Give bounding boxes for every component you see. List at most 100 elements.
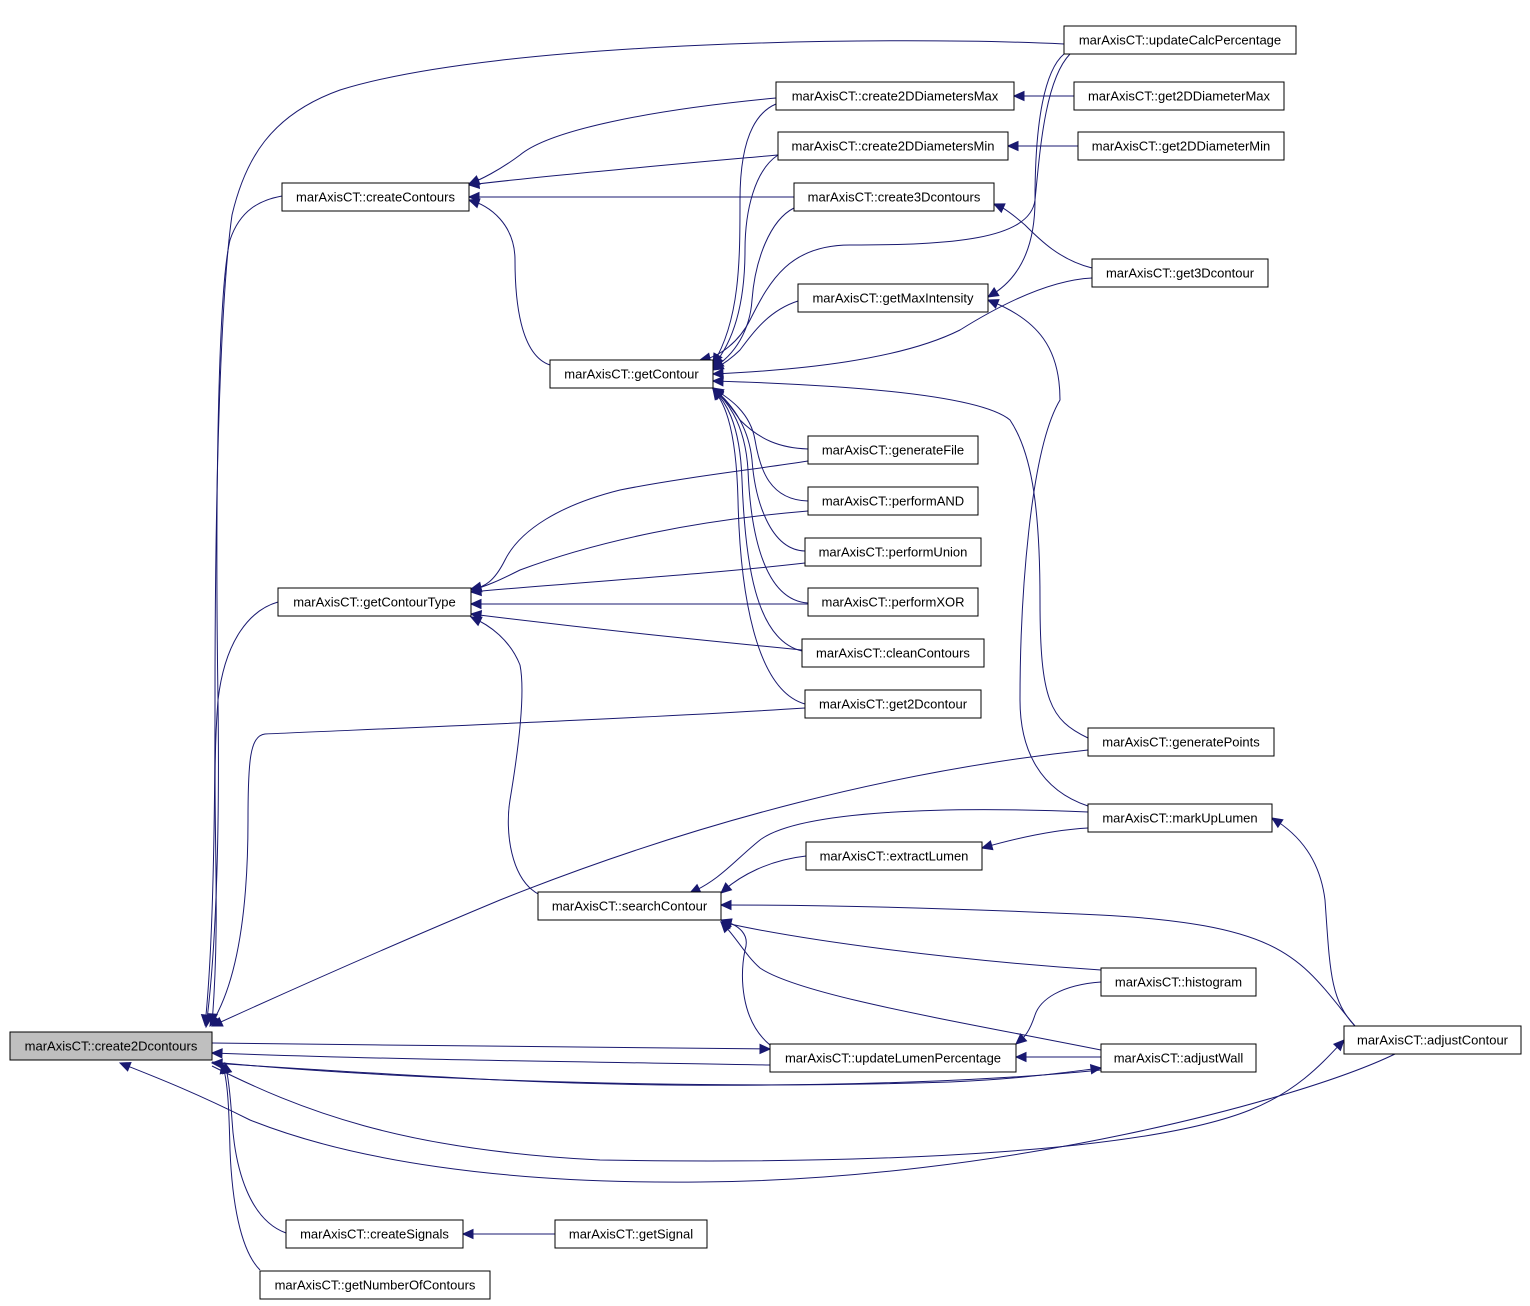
edge-performAND-to-getContourType xyxy=(470,510,809,591)
edge-createSignals-to-create2Dcontours xyxy=(224,1062,287,1234)
node-get2DDiameterMax[interactable]: marAxisCT::get2DDiameterMax xyxy=(1073,81,1285,111)
edges-layer xyxy=(118,40,1396,1271)
node-label: marAxisCT::generateFile xyxy=(822,442,964,457)
edge-arrowhead xyxy=(1089,1064,1103,1075)
node-getMaxIntensity[interactable]: marAxisCT::getMaxIntensity xyxy=(797,283,989,313)
edge-arrowhead xyxy=(759,1043,772,1055)
node-label: marAxisCT::create2Dcontours xyxy=(25,1038,198,1053)
node-box[interactable] xyxy=(281,182,470,212)
node-performUnion[interactable]: marAxisCT::performUnion xyxy=(804,537,982,567)
node-label: marAxisCT::performUnion xyxy=(819,544,968,559)
edge-arrowhead xyxy=(1270,817,1284,829)
edge-arrowhead xyxy=(711,360,725,371)
edge-arrowhead xyxy=(202,1015,213,1029)
node-label: marAxisCT::extractLumen xyxy=(820,848,969,863)
node-get3Dcontour[interactable]: marAxisCT::get3Dcontour xyxy=(1091,258,1269,288)
node-box[interactable] xyxy=(1087,727,1275,757)
node-box[interactable] xyxy=(285,1219,464,1249)
node-label: marAxisCT::updateCalcPercentage xyxy=(1079,32,1281,47)
node-label: marAxisCT::updateLumenPercentage xyxy=(785,1050,1001,1065)
node-get2Dcontour[interactable]: marAxisCT::get2Dcontour xyxy=(804,689,982,719)
node-label: marAxisCT::createSignals xyxy=(300,1226,449,1241)
node-getNumberOfContours[interactable]: marAxisCT::getNumberOfContours xyxy=(259,1270,491,1300)
edge-searchContour-to-getContourType xyxy=(470,616,541,896)
edge-arrowhead xyxy=(467,178,481,189)
node-box[interactable] xyxy=(9,1031,213,1061)
edge-create2DDiametersMin-to-createContours xyxy=(468,154,779,186)
node-box[interactable] xyxy=(793,182,995,212)
node-box[interactable] xyxy=(769,1043,1017,1073)
edge-generateFile-to-getContourType xyxy=(470,460,809,590)
node-generatePoints[interactable]: marAxisCT::generatePoints xyxy=(1087,727,1275,757)
node-extractLumen[interactable]: marAxisCT::extractLumen xyxy=(805,841,983,871)
edge-create2Dcontours-to-updateLumenPercentage xyxy=(211,1042,771,1050)
node-label: marAxisCT::get3Dcontour xyxy=(1106,265,1255,280)
edge-arrowhead xyxy=(210,1016,224,1027)
node-box[interactable] xyxy=(1100,967,1257,997)
edge-markUpLumen-to-extractLumen xyxy=(981,827,1089,849)
node-searchContour[interactable]: marAxisCT::searchContour xyxy=(537,891,722,921)
edge-create2Dcontours-to-adjustContour xyxy=(211,1039,1345,1162)
node-performAND[interactable]: marAxisCT::performAND xyxy=(807,486,979,516)
node-box[interactable] xyxy=(797,283,989,313)
node-generateFile[interactable]: marAxisCT::generateFile xyxy=(807,435,979,465)
edge-generateFile-to-getContour xyxy=(712,387,809,450)
node-getContourType[interactable]: marAxisCT::getContourType xyxy=(277,587,472,617)
node-box[interactable] xyxy=(1091,258,1269,288)
edge-create3Dcontours-to-getContour xyxy=(712,207,795,369)
node-label: marAxisCT::getContourType xyxy=(293,594,456,609)
node-createContours[interactable]: marAxisCT::createContours xyxy=(281,182,470,212)
node-get2DDiameterMin[interactable]: marAxisCT::get2DDiameterMin xyxy=(1077,131,1285,161)
node-histogram[interactable]: marAxisCT::histogram xyxy=(1100,967,1257,997)
node-box[interactable] xyxy=(1063,25,1297,55)
node-create2Dcontours[interactable]: marAxisCT::create2Dcontours xyxy=(9,1031,213,1061)
node-label: marAxisCT::adjustWall xyxy=(1114,1050,1244,1065)
edge-adjustWall-to-searchContour xyxy=(720,921,1102,1051)
node-box[interactable] xyxy=(537,891,722,921)
node-box[interactable] xyxy=(801,638,985,668)
node-box[interactable] xyxy=(1343,1025,1522,1055)
node-updateLumenPercentage[interactable]: marAxisCT::updateLumenPercentage xyxy=(769,1043,1017,1073)
edge-extractLumen-to-searchContour xyxy=(720,855,807,894)
node-box[interactable] xyxy=(807,587,979,617)
node-markUpLumen[interactable]: marAxisCT::markUpLumen xyxy=(1087,803,1273,833)
node-create2DDiametersMin[interactable]: marAxisCT::create2DDiametersMin xyxy=(777,131,1009,161)
node-box[interactable] xyxy=(277,587,472,617)
node-getSignal[interactable]: marAxisCT::getSignal xyxy=(554,1219,708,1249)
edge-arrowhead xyxy=(469,598,482,610)
node-performXOR[interactable]: marAxisCT::performXOR xyxy=(807,587,979,617)
node-box[interactable] xyxy=(807,435,979,465)
edge-performAND-to-getContour xyxy=(712,387,809,502)
node-box[interactable] xyxy=(804,689,982,719)
node-box[interactable] xyxy=(1100,1043,1257,1073)
node-box[interactable] xyxy=(1077,131,1285,161)
edge-arrowhead xyxy=(719,899,732,911)
node-adjustWall[interactable]: marAxisCT::adjustWall xyxy=(1100,1043,1257,1073)
edge-arrowhead xyxy=(719,918,733,929)
nodes-layer: marAxisCT::create2DcontoursmarAxisCT::up… xyxy=(9,25,1522,1300)
edge-arrowhead xyxy=(118,1061,132,1072)
node-box[interactable] xyxy=(554,1219,708,1249)
node-box[interactable] xyxy=(1087,803,1273,833)
node-label: marAxisCT::get2DDiameterMin xyxy=(1092,138,1270,153)
node-create3Dcontours[interactable]: marAxisCT::create3Dcontours xyxy=(793,182,995,212)
edge-get2Dcontour-to-getContour xyxy=(712,388,806,705)
node-box[interactable] xyxy=(549,359,714,389)
node-cleanContours[interactable]: marAxisCT::cleanContours xyxy=(801,638,985,668)
node-createSignals[interactable]: marAxisCT::createSignals xyxy=(285,1219,464,1249)
node-box[interactable] xyxy=(1073,81,1285,111)
node-create2DDiametersMax[interactable]: marAxisCT::create2DDiametersMax xyxy=(775,81,1015,111)
node-box[interactable] xyxy=(807,486,979,516)
edge-adjustContour-to-searchContour xyxy=(720,904,1356,1027)
edge-arrowhead xyxy=(711,368,724,379)
node-box[interactable] xyxy=(777,131,1009,161)
edge-updateCalcPercentage-to-getContour xyxy=(699,53,1071,361)
node-updateCalcPercentage[interactable]: marAxisCT::updateCalcPercentage xyxy=(1063,25,1297,55)
node-getContour[interactable]: marAxisCT::getContour xyxy=(549,359,714,389)
node-box[interactable] xyxy=(805,841,983,871)
node-box[interactable] xyxy=(804,537,982,567)
node-adjustContour[interactable]: marAxisCT::adjustContour xyxy=(1343,1025,1522,1055)
node-label: marAxisCT::getSignal xyxy=(569,1226,693,1241)
node-box[interactable] xyxy=(775,81,1015,111)
node-box[interactable] xyxy=(259,1270,491,1300)
